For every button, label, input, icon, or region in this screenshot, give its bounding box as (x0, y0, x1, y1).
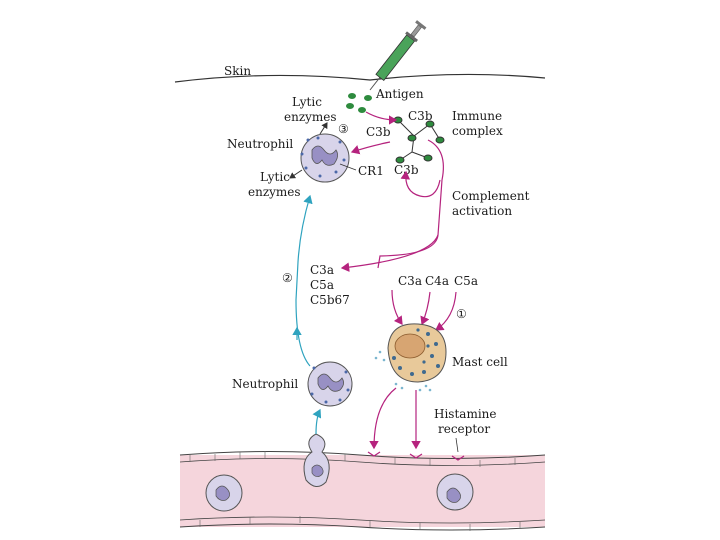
c4a-label: C4a (425, 274, 449, 288)
complex-to-activation-line (427, 139, 444, 236)
cr1-pointer (339, 163, 357, 171)
mast-cell (374, 323, 447, 392)
histamine-receptor-label: Histamine (434, 407, 496, 421)
neutrophil-top-cell (300, 133, 350, 183)
c3b-bottom-label: C3b (394, 163, 419, 177)
vessel-cell-right (436, 473, 474, 511)
c4a-to-mast-arrow (420, 291, 431, 326)
complement-loop-arrow (400, 170, 441, 198)
c3a-right-label: C3a (398, 274, 422, 288)
c5a-left-label: C5a (310, 278, 334, 292)
vessel-cell-left (205, 474, 243, 512)
migration-arrow-vessel-to-neutrophil (312, 408, 322, 435)
skin-surface-line (174, 73, 546, 83)
complement-activation-label-2: activation (452, 204, 512, 218)
step-2-marker: ② (282, 271, 293, 285)
receptor-pointer (455, 437, 459, 453)
lytic-enzymes-left-label-2: enzymes (248, 185, 301, 199)
neutrophil-bottom-label: Neutrophil (232, 377, 298, 391)
activation-to-chemotactic-arrow (340, 234, 439, 272)
extravasating-neutrophil (303, 433, 330, 487)
c3b-left-label: C3b (366, 125, 391, 139)
antigen-particles (346, 93, 372, 113)
neutrophil-top-label: Neutrophil (227, 137, 293, 151)
c3a-left-label: C3a (310, 263, 334, 277)
c3a-to-mast-arrow (391, 289, 403, 325)
step-1-marker: ① (456, 307, 467, 321)
syringe-icon (369, 20, 427, 91)
neutrophil-bottom-cell (307, 361, 353, 407)
immune-complex-label: Immune (452, 109, 502, 123)
histamine-receptors (367, 451, 465, 461)
histamine-receptor-label-2: receptor (438, 422, 490, 436)
complex-to-neutrophil-arrow (350, 141, 391, 155)
c5a-right-label: C5a (454, 274, 478, 288)
mast-to-receptor-arrow-1 (369, 387, 397, 450)
immune-complex-icon (393, 116, 445, 164)
antigen-label: Antigen (375, 87, 424, 101)
activation-to-anaphylatoxins-line (377, 234, 439, 269)
migration-arrow-neutrophil-to-site (295, 194, 313, 367)
c5b67-label: C5b67 (310, 293, 350, 307)
lytic-enzymes-top-label: Lytic (292, 95, 322, 109)
lytic-arrow-up (319, 122, 328, 135)
mast-cell-label: Mast cell (452, 355, 508, 369)
cr1-label: CR1 (358, 164, 384, 178)
c3b-top-label: C3b (408, 109, 433, 123)
step-3-marker: ③ (338, 122, 349, 136)
complement-activation-label: Complement (452, 189, 530, 203)
c5a-to-mast-arrow (435, 291, 457, 331)
lytic-enzymes-top-label-2: enzymes (284, 110, 337, 124)
lytic-enzymes-left-label: Lytic (260, 170, 290, 184)
immune-complex-label-2: complex (452, 124, 503, 138)
lytic-arrow-left (289, 169, 303, 179)
antigen-to-complex-arrow (365, 111, 398, 125)
skin-label: Skin (224, 64, 251, 78)
